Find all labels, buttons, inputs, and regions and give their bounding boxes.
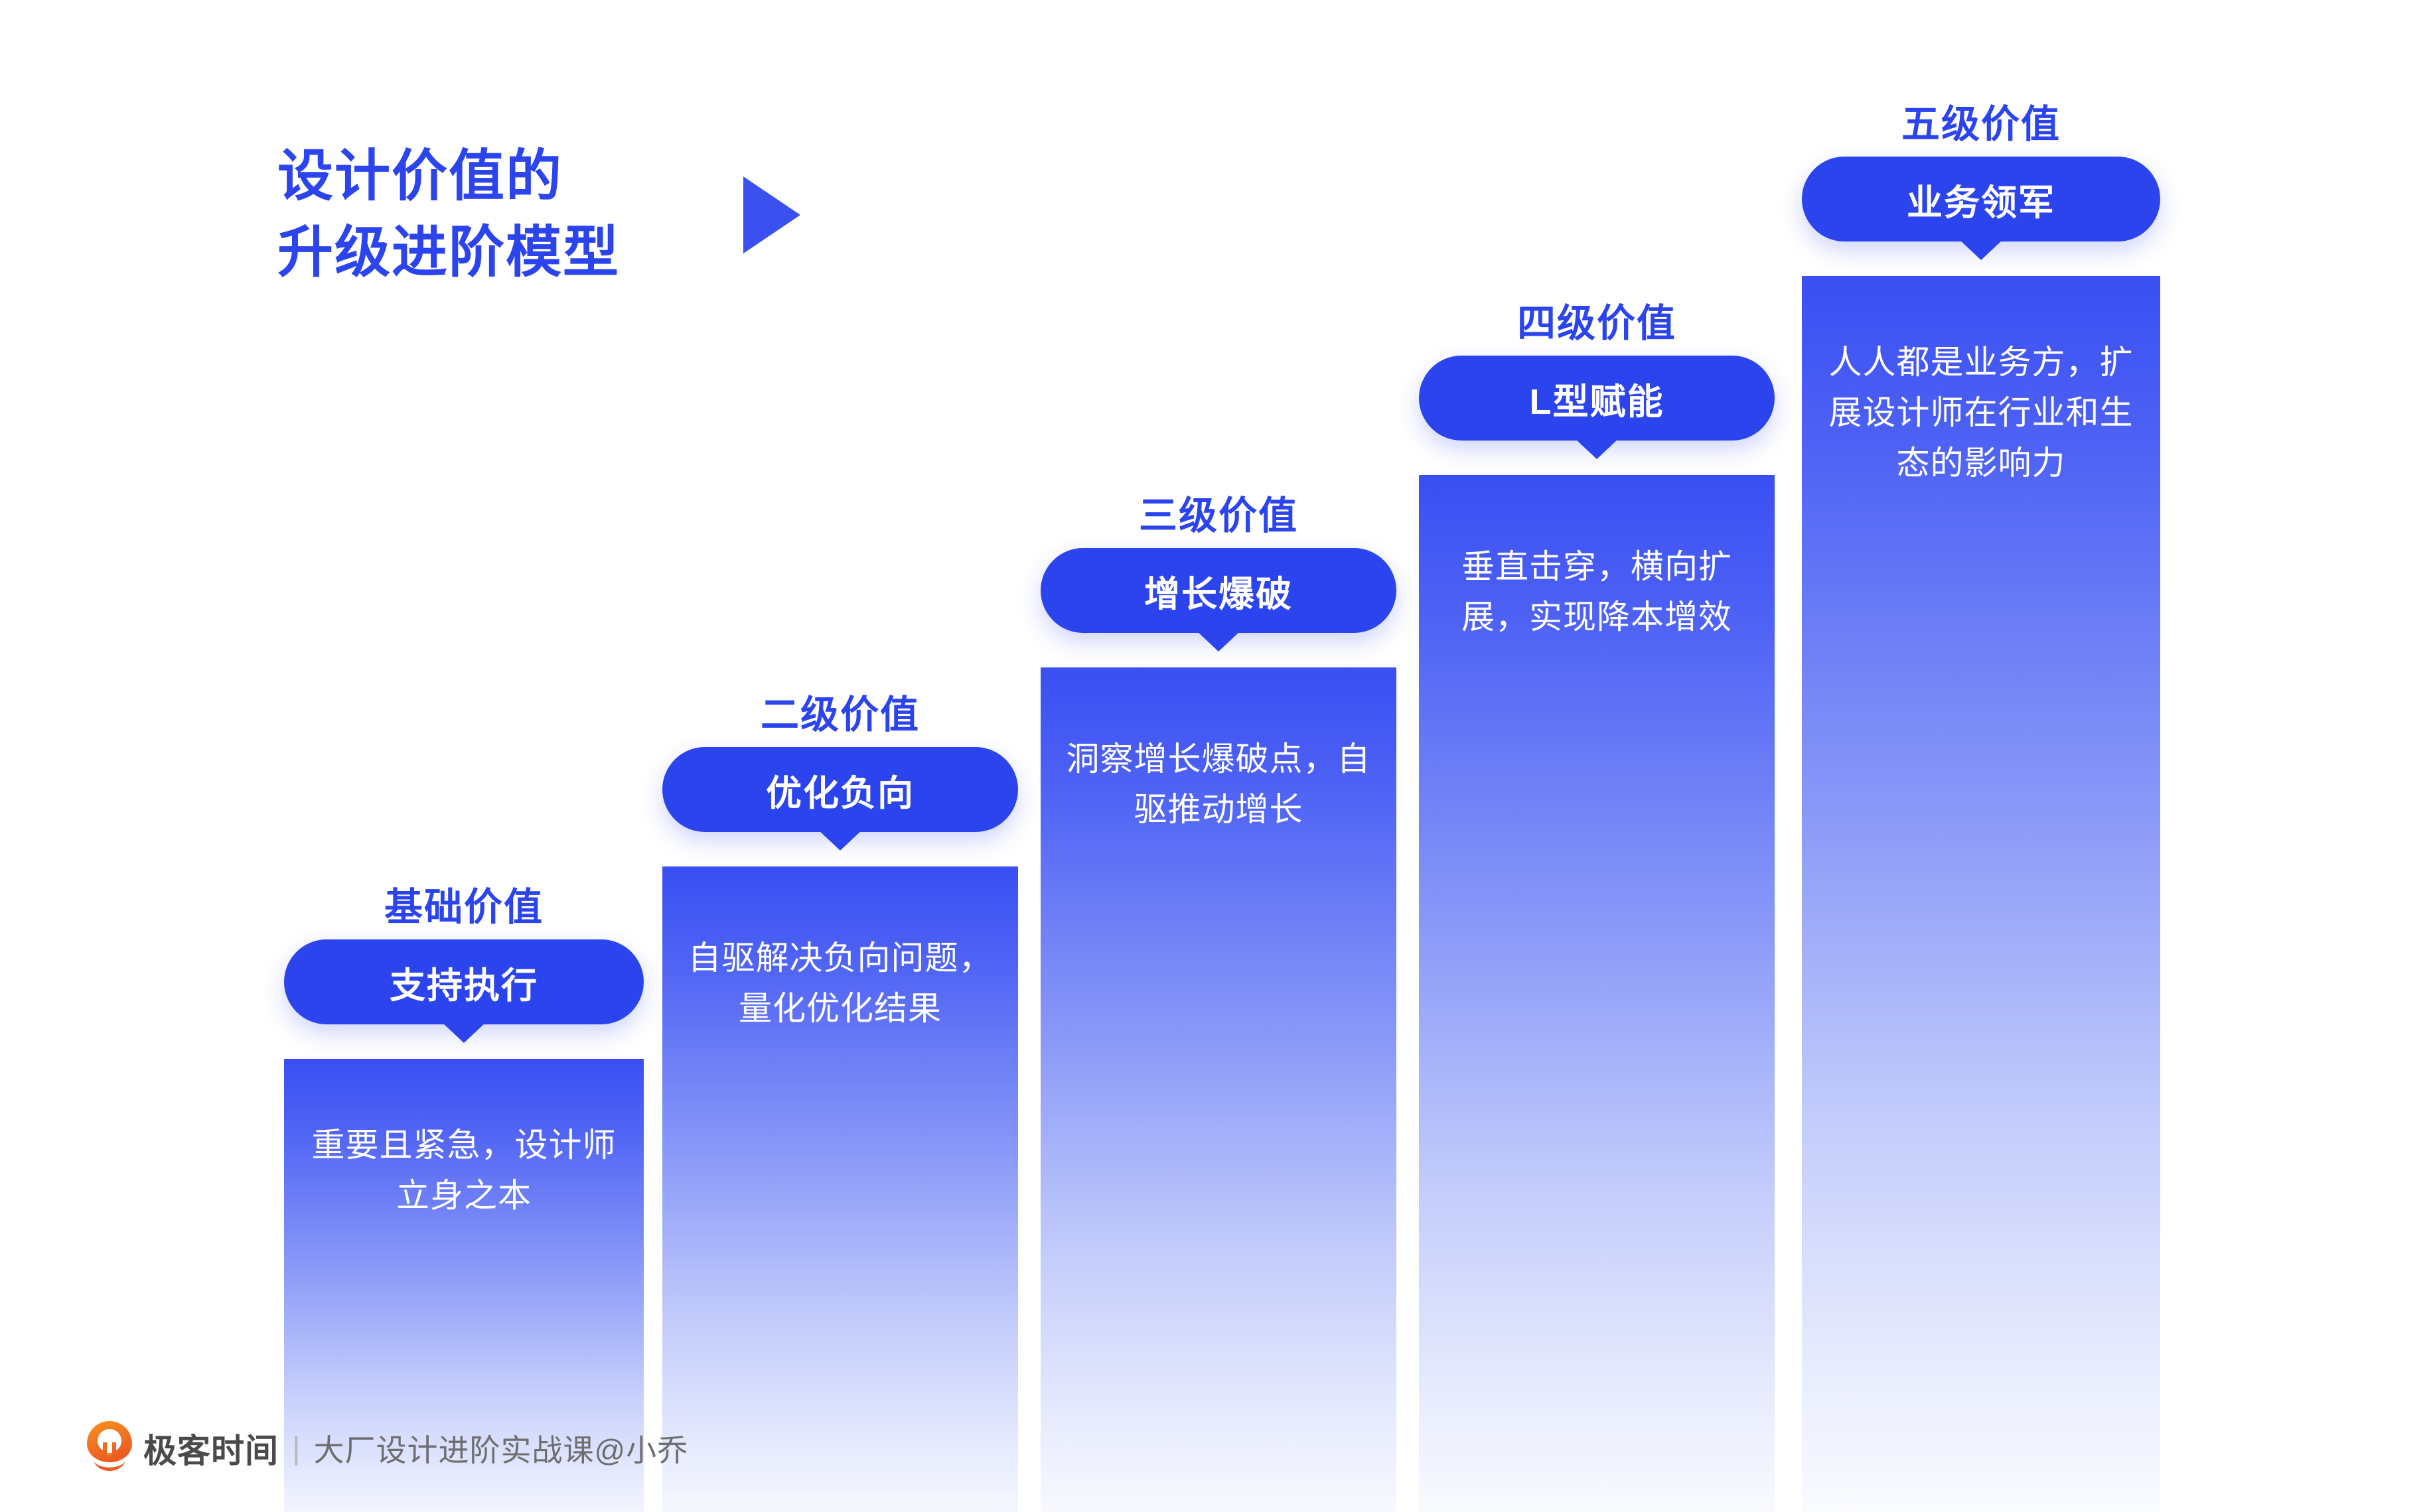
level-pill-4[interactable]: L型赋能	[1419, 356, 1775, 459]
level-label-4: 四级价值	[1516, 302, 1676, 345]
level-label-1: 基础价值	[384, 886, 544, 929]
level-pill-5[interactable]: 业务领军	[1802, 157, 2160, 260]
level-pill-2[interactable]: 优化负向	[662, 747, 1018, 851]
level-pill-wrapper-2: 优化负向	[662, 747, 1018, 851]
level-pill-wrapper-5: 业务领军	[1802, 157, 2160, 260]
level-pill-3[interactable]: 增长爆破	[1041, 548, 1396, 652]
level-body-5: 人人都是业务方，扩展设计师在行业和生态的影响力	[1828, 344, 2134, 482]
title-line-2: 升级进阶模型	[277, 221, 621, 283]
footer-course-name: 大厂设计进阶实战课@小乔	[313, 1433, 689, 1468]
level-body-4: 垂直击穿，横向扩展，实现降本增效	[1461, 548, 1732, 636]
footer-brand: 极客时间	[143, 1432, 279, 1470]
level-pill-wrapper-1: 支持执行	[284, 939, 644, 1043]
level-pill-label-1: 支持执行	[390, 965, 538, 1006]
level-pill-wrapper-3: 增长爆破	[1041, 548, 1396, 652]
pill-notch-icon-4	[1574, 438, 1619, 459]
level-label-2: 二级价值	[760, 693, 920, 736]
level-body-2: 自驱解决负向问题，量化优化结果	[688, 939, 993, 1027]
level-body-3: 洞察增长爆破点，自驱推动增长	[1066, 740, 1371, 828]
level-bar-3: 洞察增长爆破点，自驱推动增长	[1041, 667, 1396, 1512]
pill-notch-icon-3	[1196, 630, 1241, 652]
pill-notch-icon-1	[441, 1022, 486, 1043]
geektime-pin-logo-icon	[85, 1420, 134, 1477]
title-line-1: 设计价值的	[277, 145, 563, 207]
level-bar-1: 重要且紧急，设计师立身之本	[284, 1059, 644, 1512]
level-pill-label-2: 优化负向	[766, 773, 915, 813]
level-pill-label-5: 业务领军	[1907, 182, 2055, 223]
level-pill-1[interactable]: 支持执行	[284, 939, 644, 1043]
level-label-3: 三级价值	[1138, 494, 1298, 537]
level-body-1: 重要且紧急，设计师立身之本	[311, 1127, 617, 1214]
level-pill-label-4: L型赋能	[1529, 381, 1664, 422]
level-bar-5: 人人都是业务方，扩展设计师在行业和生态的影响力	[1802, 276, 2160, 1512]
footer: 极客时间 | 大厂设计进阶实战课@小乔	[85, 1420, 688, 1477]
level-label-5: 五级价值	[1901, 103, 2061, 146]
play-triangle-icon	[743, 176, 800, 253]
level-pill-wrapper-4: L型赋能	[1419, 356, 1775, 459]
level-bar-4: 垂直击穿，横向扩展，实现降本增效	[1419, 475, 1775, 1512]
pill-notch-icon-5	[1958, 239, 2004, 260]
level-bar-2: 自驱解决负向问题，量化优化结果	[662, 866, 1018, 1512]
page-title: 设计价值的 升级进阶模型	[277, 138, 620, 291]
pill-notch-icon-2	[818, 829, 863, 851]
level-pill-label-3: 增长爆破	[1144, 574, 1293, 614]
footer-separator: |	[292, 1430, 301, 1466]
